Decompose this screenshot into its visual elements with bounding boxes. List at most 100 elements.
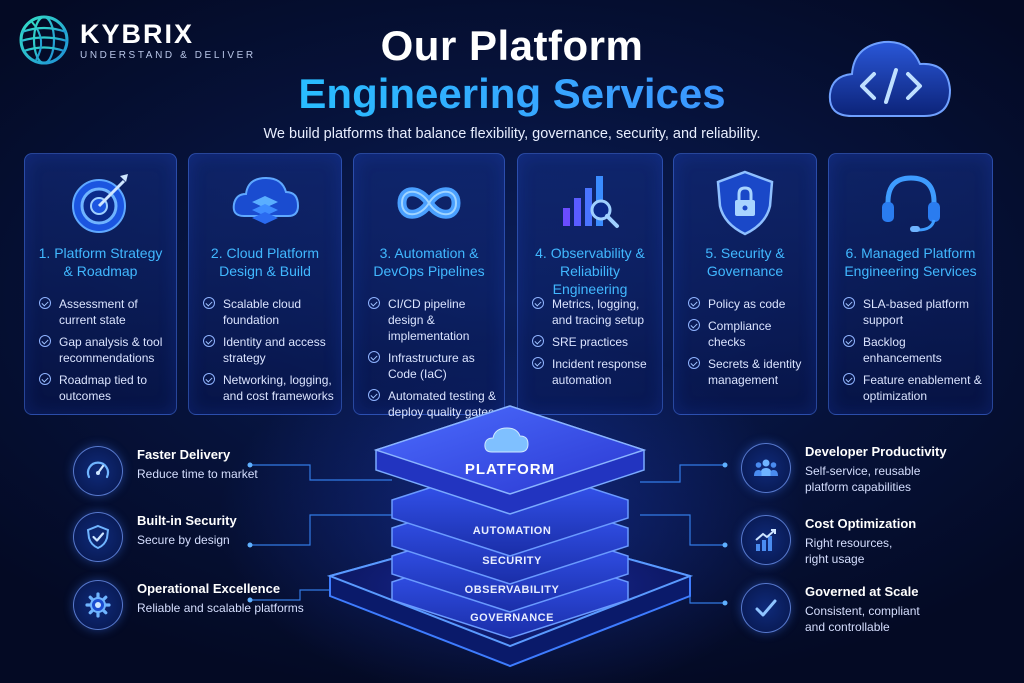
service-card-platform-strategy: 1. Platform Strategy & Roadmap Assessmen…: [24, 153, 177, 415]
stack-layer-security: SECURITY: [482, 555, 542, 567]
list-item: Policy as code: [688, 296, 810, 312]
growth-chart-icon: [755, 529, 776, 551]
card-title-line1: 5. Security &: [705, 245, 785, 261]
brand-logo: KYBRIX UNDERSTAND & DELIVER: [18, 14, 256, 66]
benefit-governed-at-scale: Governed at Scale Consistent, compliant …: [741, 583, 1001, 634]
target-icon: [71, 174, 128, 233]
benefit-title: Governed at Scale: [805, 584, 919, 599]
cloud-code-icon: [828, 40, 952, 117]
benefit-desc: Reduce time to market: [137, 467, 258, 481]
card-title-line2: Engineering Services: [844, 263, 977, 279]
check-circle-icon: [688, 297, 700, 309]
check-circle-icon: [203, 335, 215, 347]
headset-icon: [881, 175, 940, 232]
check-circle-icon: [843, 373, 855, 385]
card-feature-list: Metrics, logging, and tracing setup SRE …: [532, 296, 656, 394]
card-title-line2: Governance: [706, 263, 784, 279]
card-title-line2: Design & Build: [219, 263, 311, 279]
list-item: Roadmap tied to outcomes: [39, 372, 170, 404]
list-item: Feature enablement & optimization: [843, 372, 986, 404]
benefit-title: Developer Productivity: [805, 444, 947, 459]
page-title-line1: Our Platform: [380, 22, 644, 69]
card-title-line1: 4. Observability &: [535, 245, 645, 261]
service-card-cloud-platform: 2. Cloud Platform Design & Build Scalabl…: [188, 153, 342, 415]
check-circle-icon: [532, 335, 544, 347]
globe-icon: [19, 15, 69, 65]
check-circle-icon: [39, 335, 51, 347]
shield-check-icon: [86, 524, 110, 550]
checkmark-icon: [755, 599, 777, 617]
benefit-title: Cost Optimization: [805, 516, 917, 531]
check-circle-icon: [203, 297, 215, 309]
infinity-icon: [397, 187, 461, 219]
list-item: Assessment of current state: [39, 296, 170, 328]
card-feature-list: CI/CD pipeline design & implementation I…: [368, 296, 498, 426]
check-circle-icon: [843, 335, 855, 347]
card-title-line2: Reliability Engineering: [552, 263, 628, 297]
check-circle-icon: [39, 297, 51, 309]
list-item: Secrets & identity management: [688, 356, 810, 388]
platform-stack: [326, 405, 694, 668]
gear-icon: [85, 592, 111, 618]
page-title-line2: Engineering Services: [0, 70, 1024, 118]
check-circle-icon: [39, 373, 51, 385]
list-item: Identity and access strategy: [203, 334, 335, 366]
benefit-title: Operational Excellence: [137, 581, 281, 596]
check-circle-icon: [688, 357, 700, 369]
brand-name: KYBRIX: [80, 18, 195, 49]
platform-top-label: PLATFORM: [464, 461, 556, 478]
list-item: Backlog enhancements: [843, 334, 986, 366]
card-title-line1: 1. Platform Strategy: [38, 245, 163, 261]
list-item: Gap analysis & tool recommendations: [39, 334, 170, 366]
list-item: Scalable cloud foundation: [203, 296, 335, 328]
benefit-operational-excellence: Operational Excellence Reliable and scal…: [73, 580, 313, 630]
chart-magnifier-icon: [563, 176, 619, 228]
benefit-desc-line1: Self-service, reusable: [805, 464, 921, 478]
list-item: Compliance checks: [688, 318, 810, 350]
benefit-faster-delivery: Faster Delivery Reduce time to market: [73, 446, 313, 496]
card-title-line1: 3. Automation &: [379, 245, 479, 261]
list-item: Automated testing & deploy quality gates: [368, 388, 498, 420]
benefit-cost-optimization: Cost Optimization Right resources, right…: [741, 515, 1001, 566]
list-item: Infrastructure as Code (IaC): [368, 350, 498, 382]
list-item: CI/CD pipeline design & implementation: [368, 296, 498, 344]
card-feature-list: Assessment of current state Gap analysis…: [39, 296, 170, 410]
service-card-security: 5. Security & Governance Policy as code …: [673, 153, 817, 415]
stack-layer-governance: GOVERNANCE: [470, 612, 554, 624]
benefit-desc-line2: and controllable: [805, 620, 890, 634]
benefit-desc-line1: Consistent, compliant: [805, 604, 920, 618]
check-circle-icon: [203, 373, 215, 385]
card-feature-list: Policy as code Compliance checks Secrets…: [688, 296, 810, 394]
list-item: Metrics, logging, and tracing setup: [532, 296, 656, 328]
benefit-desc: Reliable and scalable platforms: [137, 601, 304, 615]
shield-lock-icon: [716, 170, 774, 236]
list-item: Networking, logging, and cost frameworks: [203, 372, 335, 404]
people-icon: [754, 459, 778, 476]
check-circle-icon: [843, 297, 855, 309]
benefit-desc-line2: platform capabilities: [805, 480, 912, 494]
benefit-built-in-security: Built-in Security Secure by design: [73, 512, 313, 562]
check-circle-icon: [368, 297, 380, 309]
speedometer-icon: [86, 461, 110, 479]
check-circle-icon: [532, 297, 544, 309]
check-circle-icon: [368, 389, 380, 401]
card-title-line1: 6. Managed Platform: [845, 245, 976, 261]
card-feature-list: SLA-based platform support Backlog enhan…: [843, 296, 986, 410]
check-circle-icon: [368, 351, 380, 363]
service-card-automation: 3. Automation & DevOps Pipelines CI/CD p…: [353, 153, 505, 419]
card-title-line1: 2. Cloud Platform: [210, 245, 320, 261]
stack-layer-observability: OBSERVABILITY: [464, 584, 560, 596]
cloud-stack-icon: [232, 176, 300, 224]
benefit-developer-productivity: Developer Productivity Self-service, reu…: [741, 443, 1001, 494]
card-title-line2: & Roadmap: [63, 263, 138, 279]
benefit-desc-line1: Right resources,: [805, 536, 893, 550]
check-circle-icon: [688, 319, 700, 331]
benefit-title: Faster Delivery: [137, 447, 231, 462]
service-card-managed-services: 6. Managed Platform Engineering Services…: [828, 153, 993, 415]
service-card-observability: 4. Observability & Reliability Engineeri…: [517, 153, 663, 415]
benefit-title: Built-in Security: [137, 513, 237, 528]
check-circle-icon: [532, 357, 544, 369]
card-title-line2: DevOps Pipelines: [373, 263, 485, 279]
list-item: Incident response automation: [532, 356, 656, 388]
benefit-desc: Secure by design: [137, 533, 230, 547]
